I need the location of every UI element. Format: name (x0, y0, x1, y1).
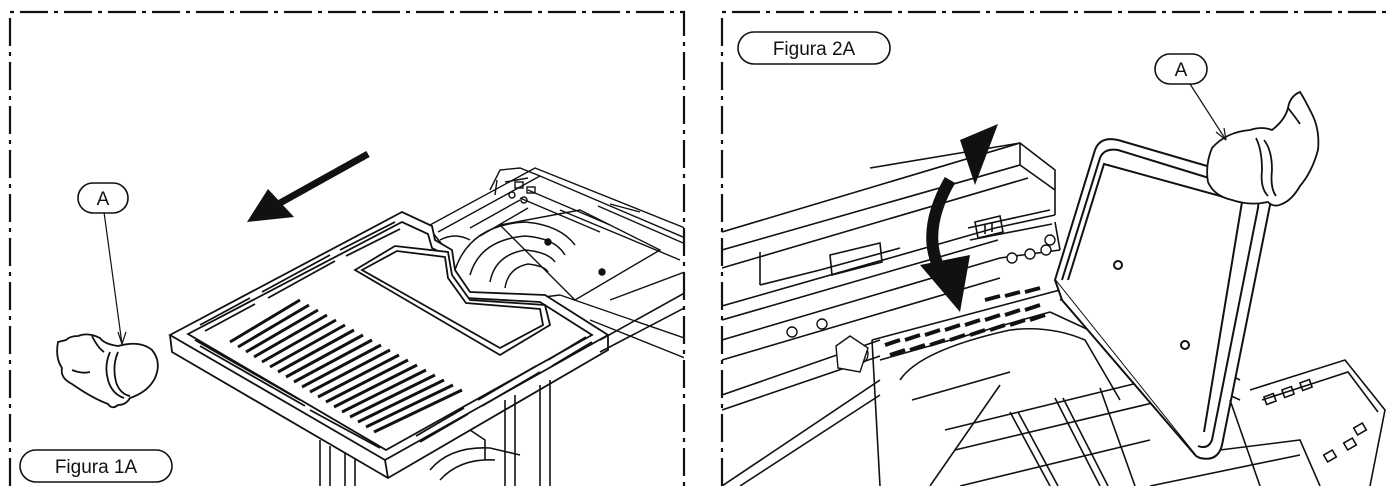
panel-2-frame (720, 10, 1389, 486)
vent-slots (884, 286, 1046, 357)
figure-2a-label: Figura 2A (737, 31, 891, 65)
griddle-plate (168, 210, 610, 480)
figure-1a-panel: A Figura 1A (8, 10, 686, 486)
oven-mitt-icon (56, 333, 159, 409)
hinge-bolts (786, 234, 1056, 373)
figure-1a-label: Figura 1A (19, 449, 173, 483)
figure-2a-panel: A Figura 2A (720, 10, 1389, 486)
figure-1a-label-text: Figura 1A (55, 457, 138, 478)
callout-leader-2 (1189, 83, 1227, 141)
grill-slots (229, 298, 463, 434)
panel-1-frame (8, 10, 686, 486)
oven-mitt-icon (1206, 90, 1320, 207)
side-rack (1149, 359, 1386, 486)
rotate-arrow (920, 124, 998, 312)
callout-leader-1 (103, 211, 123, 345)
callout-a-1: A (77, 182, 129, 214)
callout-a-2-label: A (1175, 60, 1188, 81)
stand-legs (319, 292, 684, 486)
pull-direction-arrow (247, 150, 370, 222)
figure-2a-label-text: Figura 2A (773, 39, 856, 60)
grill-housing (722, 142, 1061, 486)
callout-a-1-label: A (97, 189, 110, 210)
callout-a-2: A (1154, 53, 1208, 85)
